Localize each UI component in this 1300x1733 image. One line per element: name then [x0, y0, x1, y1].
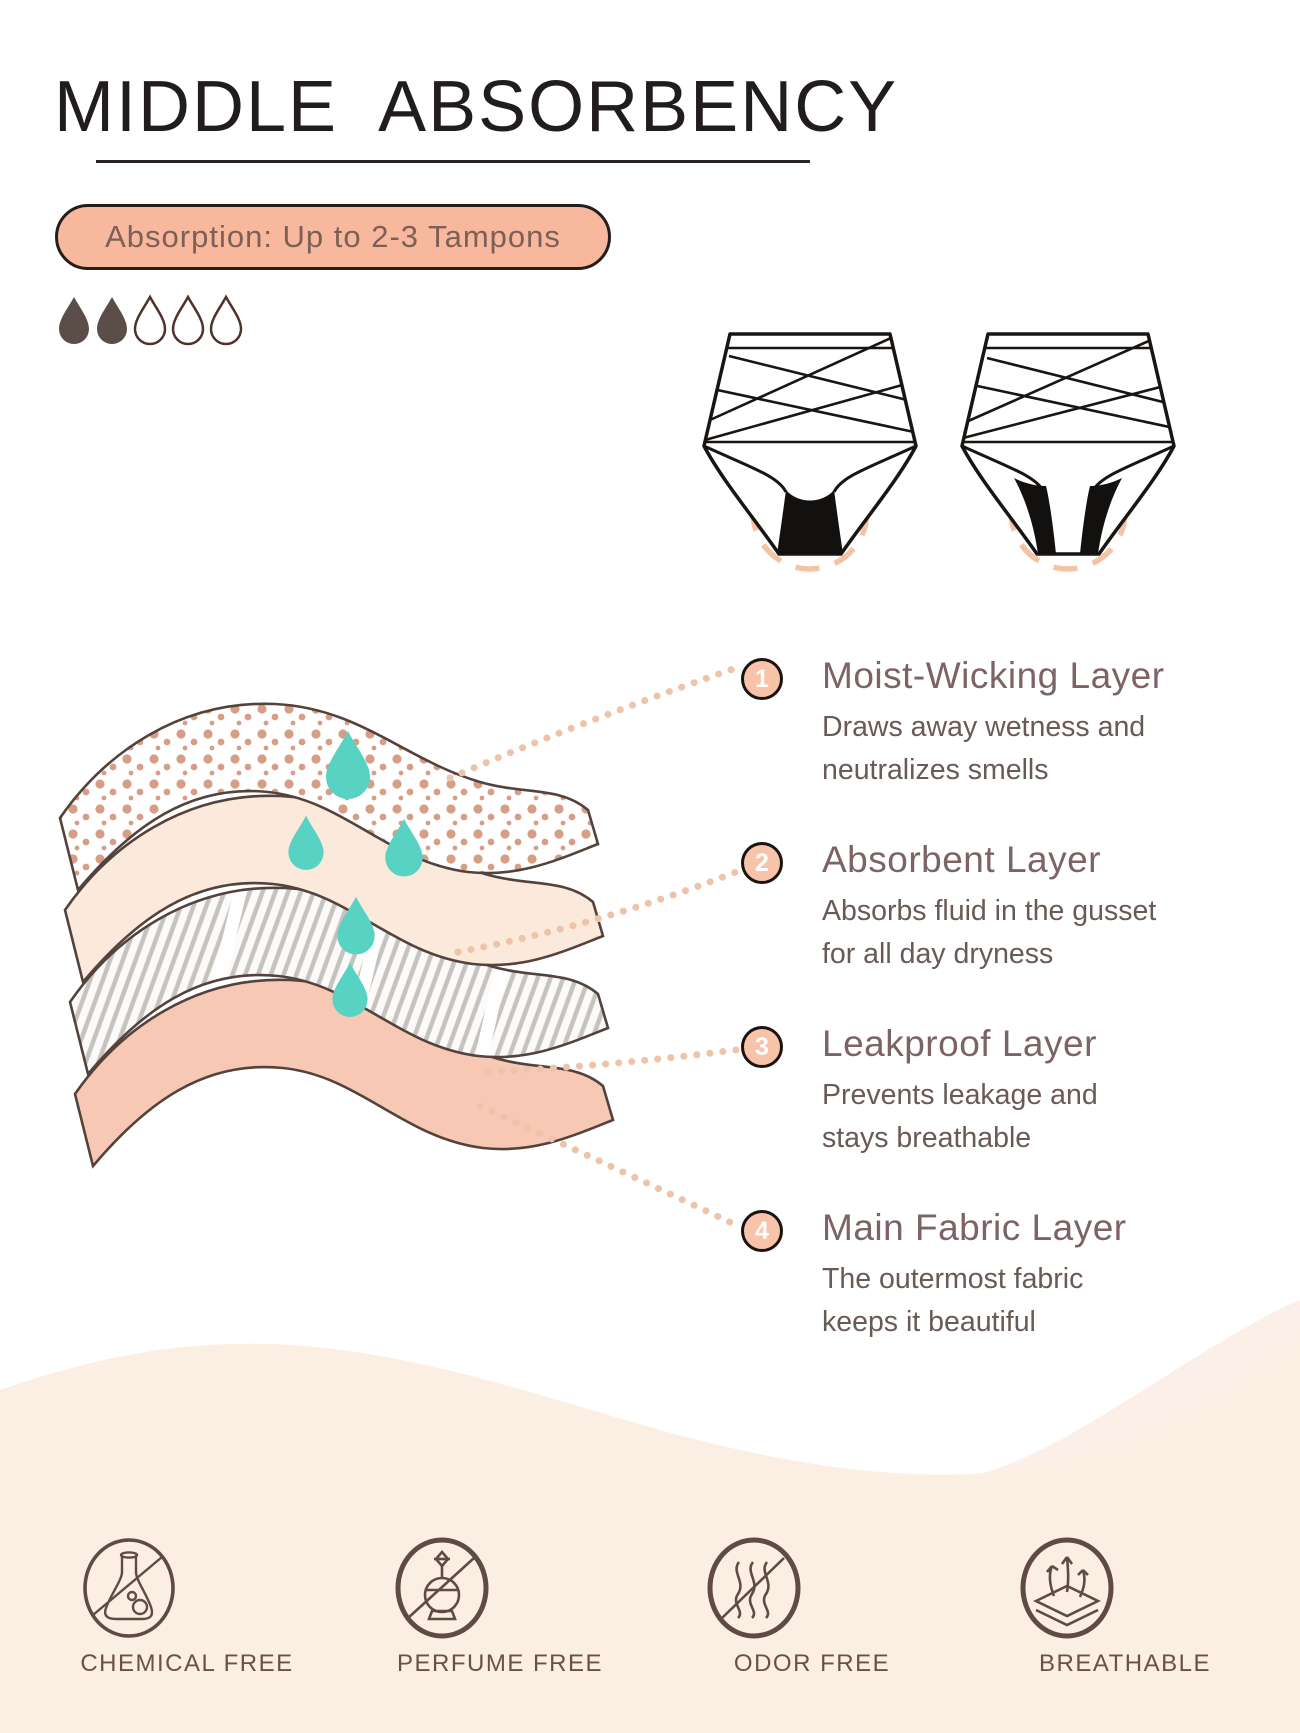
- bottom-wave-background: [0, 1300, 1300, 1733]
- layer-number-badge: 2: [741, 842, 783, 884]
- title-underline: [96, 160, 810, 163]
- absorbency-droplet-rating: [59, 294, 243, 346]
- description-line: Absorbs fluid in the gusset: [822, 895, 1157, 927]
- waistband-crisscross: [962, 338, 1174, 444]
- droplet-filled-icon: [59, 297, 89, 344]
- droplet-outline-icon: [209, 294, 243, 346]
- droplet-outline-icon: [133, 294, 167, 346]
- no-chemical-flask-icon: [83, 1538, 175, 1638]
- layer-number-badge: 3: [741, 1026, 783, 1068]
- gusset-side-area: [1080, 478, 1122, 554]
- feature-odor-free: ODOR FREE: [702, 1536, 922, 1678]
- feature-label: CHEMICAL FREE: [80, 1650, 294, 1677]
- no-odor-waves-icon: [707, 1537, 801, 1639]
- layer-number: 4: [755, 1216, 769, 1245]
- droplet-outline-icon: [171, 294, 205, 346]
- description-line: stays breathable: [822, 1121, 1032, 1154]
- absorption-badge: Absorption: Up to 2-3 Tampons: [55, 204, 611, 270]
- layer-description: Prevents leakage and stays breathable: [822, 1074, 1098, 1160]
- moisture-drop-icon: [288, 731, 423, 1017]
- layer-number: 3: [755, 1032, 769, 1061]
- description-line: The outermost fabric: [822, 1263, 1084, 1295]
- description-line: neutralizes smells: [822, 753, 1049, 786]
- breathable-fabric-icon: [1020, 1537, 1114, 1639]
- layer-number: 1: [755, 664, 769, 693]
- description-line: Draws away wetness and: [822, 711, 1146, 743]
- layer-heading: Leakproof Layer: [822, 1023, 1097, 1064]
- description-line: for all day dryness: [822, 937, 1054, 970]
- layer-description: Absorbs fluid in the gusset for all day …: [822, 890, 1156, 976]
- layer-number-badge: 1: [741, 658, 783, 700]
- layer-heading: Main Fabric Layer: [822, 1207, 1127, 1248]
- layer-heading: Absorbent Layer: [822, 839, 1102, 880]
- droplet-filled-icon: [97, 297, 127, 344]
- description-line: keeps it beautiful: [822, 1305, 1036, 1338]
- no-perfume-bottle-icon: [395, 1537, 489, 1639]
- waistband-crisscross: [704, 336, 916, 444]
- gusset-side-area: [1014, 478, 1056, 554]
- absorption-label: Absorption: Up to 2-3 Tampons: [105, 219, 561, 254]
- layer-description: The outermost fabric keeps it beautiful: [822, 1258, 1083, 1344]
- feature-chemical-free: CHEMICAL FREE: [77, 1536, 297, 1678]
- feature-label: ODOR FREE: [733, 1650, 891, 1677]
- feature-perfume-free: PERFUME FREE: [390, 1536, 610, 1678]
- underwear-back-illustration: [960, 332, 1176, 572]
- layer-description: Draws away wetness and neutralizes smell…: [822, 706, 1145, 792]
- feature-label: BREATHABLE: [1039, 1650, 1211, 1677]
- feature-label: PERFUME FREE: [396, 1650, 603, 1677]
- layer-number-badge: 4: [741, 1210, 783, 1252]
- layer-stack-illustration: [58, 702, 615, 1168]
- layer-heading: Moist-Wicking Layer: [822, 655, 1165, 696]
- layer-number: 2: [755, 848, 769, 877]
- gusset-area: [777, 490, 843, 554]
- underwear-front-illustration: [702, 332, 918, 572]
- feature-breathable: BREATHABLE: [1015, 1536, 1235, 1678]
- description-line: Prevents leakage and: [822, 1079, 1098, 1111]
- page-title: MIDDLE ABSORBENCY: [54, 67, 899, 147]
